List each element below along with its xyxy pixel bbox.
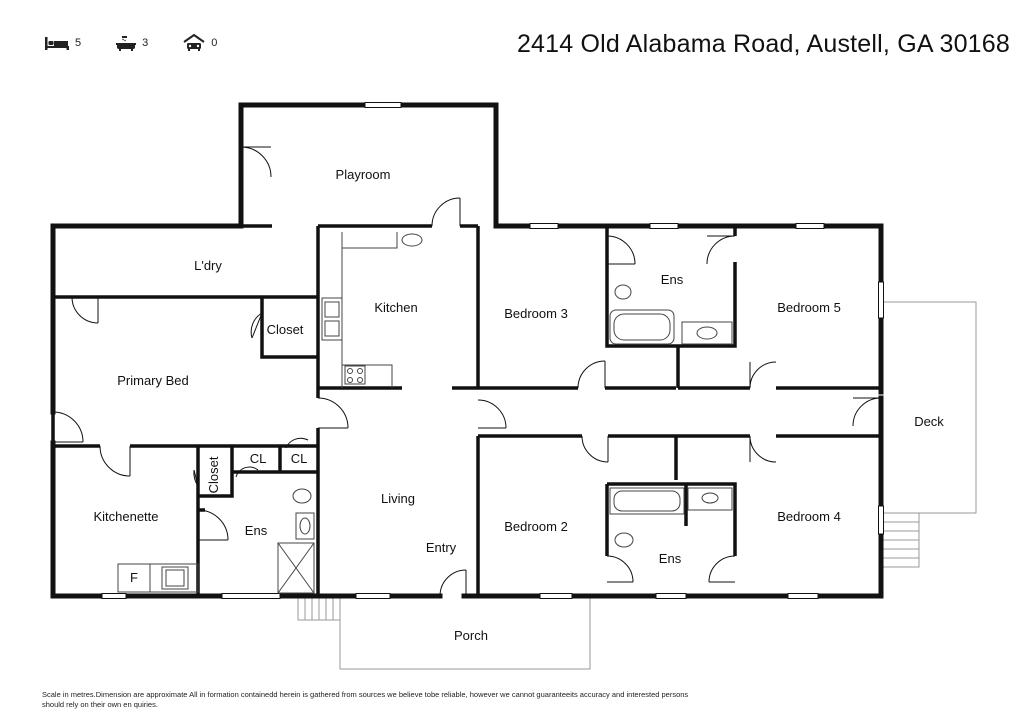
bathrooms-stat: 3 — [115, 35, 148, 51]
label-deck: Deck — [914, 414, 944, 429]
windows — [101, 102, 884, 599]
label-bedroom-3: Bedroom 3 — [504, 306, 568, 321]
bed-icon — [45, 37, 69, 50]
label-fridge: F — [130, 570, 138, 585]
doors — [52, 146, 882, 597]
porch-outline — [339, 598, 591, 670]
disclaimer: Scale in metres.Dimension are approximat… — [42, 690, 802, 709]
disclaimer-line-1: Scale in metres.Dimension are approximat… — [42, 690, 689, 699]
garage-stat: 0 — [182, 34, 217, 52]
bedrooms-count: 5 — [75, 37, 82, 49]
porch-steps — [297, 597, 341, 621]
label-living: Living — [381, 491, 415, 506]
label-playroom: Playroom — [336, 167, 391, 182]
label-ensuite-left: Ens — [245, 523, 268, 538]
deck-outline — [883, 301, 977, 514]
label-closet-main: Closet — [267, 322, 304, 337]
label-primary-bed: Primary Bed — [117, 373, 189, 388]
label-bedroom-5: Bedroom 5 — [777, 300, 841, 315]
disclaimer-line-2: should rely on their own en quiries. — [42, 699, 158, 709]
label-closet-small: Closet — [206, 456, 221, 493]
label-ensuite-bottom: Ens — [659, 551, 682, 566]
bedrooms-stat: 5 — [44, 35, 81, 51]
label-cl-1: CL — [250, 451, 267, 466]
property-address: 2414 Old Alabama Road, Austell, GA 30168 — [516, 30, 1010, 58]
label-kitchenette: Kitchenette — [93, 509, 158, 524]
label-laundry: L'dry — [194, 258, 222, 273]
label-ensuite-top: Ens — [661, 272, 684, 287]
label-bedroom-4: Bedroom 4 — [777, 509, 841, 524]
label-porch: Porch — [454, 628, 488, 643]
garage-count: 0 — [211, 37, 218, 49]
interior-walls — [51, 105, 881, 596]
label-entry: Entry — [426, 540, 457, 555]
room-labels: Playroom L'dry Kitchen Closet Primary Be… — [93, 167, 944, 643]
fixtures — [117, 232, 733, 594]
label-cl-2: CL — [291, 451, 308, 466]
exterior-walls — [50, 102, 884, 599]
label-kitchen: Kitchen — [374, 300, 417, 315]
garage-icon — [183, 34, 205, 51]
property-stats: 5 3 0 — [44, 34, 251, 52]
bathrooms-count: 3 — [142, 37, 149, 49]
bath-icon — [116, 36, 137, 51]
label-bedroom-2: Bedroom 2 — [504, 519, 568, 534]
deck-steps — [882, 512, 920, 568]
